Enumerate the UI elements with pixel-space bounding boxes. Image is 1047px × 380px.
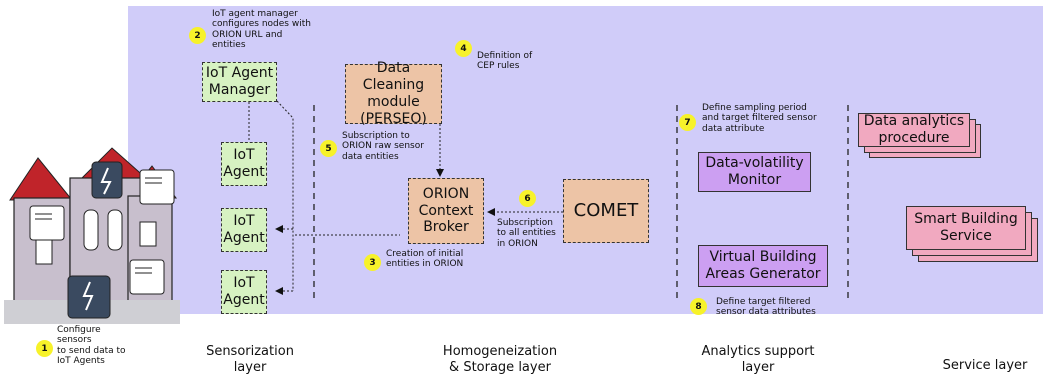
virtual-building-areas-generator-box: Virtual Building Areas Generator [698, 245, 828, 287]
step-3-note: Creation of initial entities in ORION [386, 249, 464, 270]
step-4-note: Definition of CEP rules [477, 51, 533, 72]
step-1-note: Configure sensors to send data to IoT Ag… [57, 325, 126, 367]
step-6-note: Subscription to all entities in ORION [497, 218, 556, 249]
step-2-note: IoT agent manager configures nodes with … [212, 9, 311, 51]
step-3-badge: 3 [364, 254, 381, 271]
service-layer-label: Service layer [942, 358, 1028, 373]
step-8-note: Define target filtered sensor data attri… [716, 297, 816, 318]
architecture-panel [128, 6, 1043, 314]
step-8-badge: 8 [690, 298, 707, 315]
data-volatility-monitor-box: Data-volatility Monitor [698, 152, 811, 192]
iot-agent-manager-box: IoT Agent Manager [202, 62, 277, 102]
step-4-badge: 4 [455, 40, 472, 57]
smart-building-service-box: Smart Building Service [906, 206, 1026, 250]
orion-context-broker-box: ORION Context Broker [408, 178, 484, 244]
iot-agent-box-2: IoT Agent [221, 208, 267, 252]
data-cleaning-module-box: Data Cleaning module (PERSEO) [345, 60, 442, 127]
homogeneization-layer-label: Homogeneization & Storage layer [442, 344, 558, 376]
analytics-support-layer-label: Analytics support layer [701, 344, 815, 376]
step-7-note: Define sampling period and target filter… [702, 103, 817, 134]
step-5-note: Subscription to ORION raw sensor data en… [342, 131, 424, 162]
step-1-badge: 1 [36, 340, 53, 357]
sensorization-layer-label: Sensorization layer [206, 344, 294, 376]
iot-agent-box-1: IoT Agent [221, 142, 267, 186]
step-2-badge: 2 [189, 27, 206, 44]
manager-agents-link [276, 100, 294, 291]
step-5-badge: 5 [320, 140, 337, 157]
data-analytics-procedure-box: Data analytics procedure [858, 113, 970, 147]
step-6-badge: 6 [519, 190, 536, 207]
building-illustration [4, 147, 180, 324]
step-7-badge: 7 [679, 114, 696, 131]
comet-box: COMET [563, 179, 649, 243]
iot-agent-box-3: IoT Agent [221, 270, 267, 314]
